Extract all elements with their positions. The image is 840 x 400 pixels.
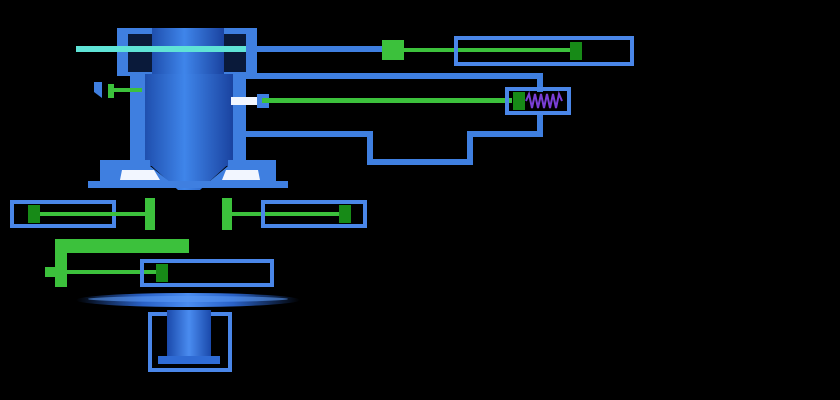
pusher-arm-foot: [45, 267, 67, 277]
side-plunger: [231, 97, 259, 105]
pusher-piston: [156, 264, 168, 282]
ram-cone: [145, 160, 233, 190]
lower-cup-plunger: [167, 310, 211, 362]
air-line-lower: [240, 112, 543, 165]
rotary-disc-highlight: [88, 296, 288, 302]
ram-body: [145, 74, 233, 166]
spring-cylinder-barrel: [505, 87, 571, 115]
pusher-rod: [67, 270, 163, 274]
air-line: [240, 73, 543, 165]
upper-coupler: [382, 40, 404, 60]
cyan-rod-bar: [76, 46, 390, 52]
left-clamp-piston: [28, 205, 40, 223]
air-line-upper: [246, 73, 543, 92]
right-clamp-jaw: [222, 198, 232, 230]
main-column: [88, 28, 288, 190]
left-tab-rod: [112, 88, 142, 92]
spring-coil: [525, 90, 563, 109]
spring-piston-head: [513, 92, 525, 110]
base-plate: [88, 181, 288, 188]
pusher-arm-vertical: [55, 239, 67, 287]
right-clamp-cylinder: [222, 198, 367, 230]
right-clamp-rod: [232, 212, 346, 216]
left-clamp-rod: [40, 212, 148, 216]
upper-piston-rod: [404, 48, 576, 52]
rotary-table: [76, 293, 300, 307]
lower-pusher-cylinder: [45, 239, 274, 287]
left-tab: [94, 82, 102, 98]
right-clamp-piston: [339, 205, 351, 223]
upper-linkage: [246, 46, 386, 52]
lower-cup: [148, 310, 232, 372]
left-insert: [120, 170, 160, 180]
left-tab-stop: [108, 84, 114, 98]
cyan-rod: [76, 46, 390, 52]
lower-cup-base: [158, 356, 220, 364]
right-clamp-barrel: [261, 200, 367, 228]
left-clamp-cylinder: [10, 198, 155, 230]
upper-right-cylinder: [246, 36, 634, 66]
right-insert: [222, 170, 260, 180]
upper-piston-head: [570, 42, 582, 60]
pusher-barrel: [140, 259, 274, 287]
spring-piston-rod: [262, 98, 512, 103]
left-clamp-jaw: [145, 198, 155, 230]
spring-cylinder: [262, 87, 571, 115]
pusher-arm-top: [55, 239, 189, 253]
upper-cylinder-barrel: [454, 36, 634, 66]
